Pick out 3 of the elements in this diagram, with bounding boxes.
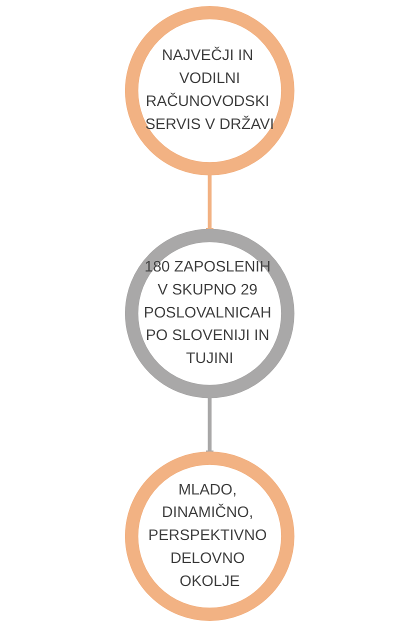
node-circle: NAJVEČJI IN VODILNI RAČUNOVODSKI SERVIS V DRŽAVI (125, 6, 295, 176)
node-circle: 180 ZAPOSLENIH V SKUPNO 29 POSLOVALNICAH PO SLOVENIJI IN TUJINI (125, 228, 295, 398)
node-circle: MLADO, DINAMIČNO, PERSPEKTIVNO DELOVNO OKOLJE (125, 452, 295, 622)
